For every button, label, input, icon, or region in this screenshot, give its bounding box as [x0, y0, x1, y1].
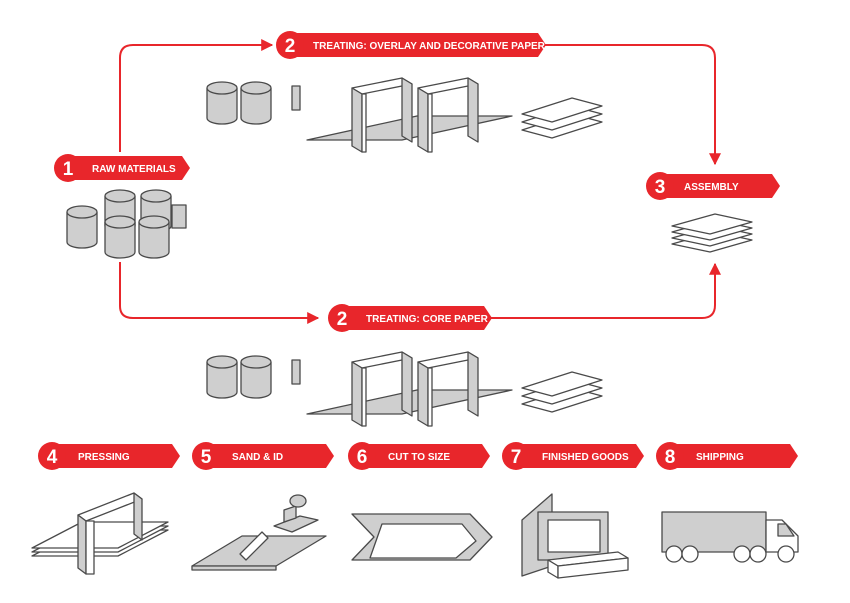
step-4-label: 4 PRESSING — [38, 442, 180, 470]
treater-icon — [207, 352, 602, 426]
step-8-label: 8 SHIPPING — [656, 442, 798, 470]
flow-arrow-bottom — [119, 262, 320, 324]
cutter-icon — [351, 513, 493, 561]
treater-icon — [207, 78, 602, 152]
flow-arrow-to-assembly-top — [540, 44, 721, 166]
svg-text:RAW MATERIALS: RAW MATERIALS — [92, 164, 176, 175]
svg-text:ASSEMBLY: ASSEMBLY — [684, 182, 739, 193]
svg-text:4: 4 — [47, 447, 58, 468]
step-6-label: 6 CUT TO SIZE — [348, 442, 490, 470]
svg-text:PRESSING: PRESSING — [78, 452, 130, 463]
step-1-label: 1 RAW MATERIALS — [54, 154, 190, 182]
svg-text:8: 8 — [665, 447, 676, 468]
svg-text:FINISHED GOODS: FINISHED GOODS — [542, 452, 629, 463]
svg-text:2: 2 — [337, 309, 348, 330]
svg-text:1: 1 — [63, 159, 74, 180]
svg-text:5: 5 — [201, 447, 212, 468]
warehouse-goods-icon — [521, 493, 629, 579]
step-3-label: 3 ASSEMBLY — [646, 172, 780, 200]
svg-text:TREATING: OVERLAY AND DECORATI: TREATING: OVERLAY AND DECORATIVE PAPER — [313, 41, 546, 52]
svg-text:SAND & ID: SAND & ID — [232, 452, 283, 463]
step-7-label: 7 FINISHED GOODS — [502, 442, 644, 470]
paper-rolls-icon — [66, 189, 187, 259]
step-2-core-label: 2 TREATING: CORE PAPER — [328, 304, 492, 332]
svg-text:6: 6 — [357, 447, 368, 468]
svg-text:2: 2 — [285, 36, 296, 57]
svg-text:SHIPPING: SHIPPING — [696, 452, 744, 463]
svg-text:CUT TO SIZE: CUT TO SIZE — [388, 452, 450, 463]
stacked-sheets-icon — [671, 213, 753, 253]
step-2-overlay-label: 2 TREATING: OVERLAY AND DECORATIVE PAPER — [276, 31, 546, 59]
svg-text:7: 7 — [511, 447, 522, 468]
flow-arrow-to-assembly-bottom — [490, 262, 721, 319]
svg-text:3: 3 — [655, 177, 666, 198]
svg-text:TREATING: CORE PAPER: TREATING: CORE PAPER — [366, 314, 489, 325]
truck-icon — [661, 511, 799, 563]
press-icon — [31, 492, 169, 575]
sander-stamp-icon — [191, 494, 327, 571]
step-5-label: 5 SAND & ID — [192, 442, 334, 470]
flow-arrow-top — [119, 39, 274, 152]
